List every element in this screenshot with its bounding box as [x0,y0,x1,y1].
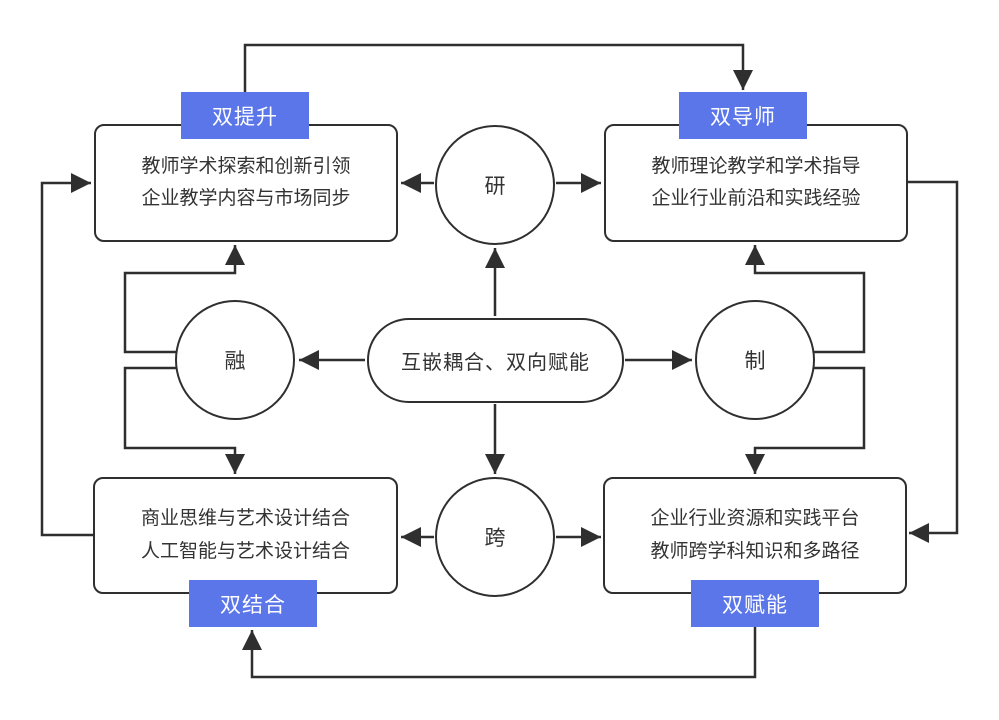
badge-top-right: 双导师 [679,92,807,139]
node-bottom-left-line1: 商业思维与艺术设计结合 [140,508,350,530]
arrow-left-outer [40,173,95,537]
badge-top-left: 双提升 [181,92,309,139]
node-bottom-left-line2: 人工智能与艺术设计结合 [140,540,350,562]
arrow-top-loop [243,43,753,92]
node-bottom-right-line2: 教师跨学科知识和多路径 [650,540,860,562]
arrow-rong-up [123,245,245,354]
circle-rong: 融 [175,300,295,420]
center-pill: 互嵌耦合、双向赋能 [367,318,624,403]
node-top-right-line1: 教师理论教学和学术指导 [651,155,861,177]
circle-yan: 研 [435,125,555,245]
circle-zhi: 制 [695,300,815,420]
node-bottom-right-line1: 企业行业资源和实践平台 [650,508,860,530]
node-bottom-left: 商业思维与艺术设计结合 人工智能与艺术设计结合 [93,477,398,594]
arrow-bottom-loop [242,627,757,679]
circle-kua: 跨 [435,477,555,597]
arrow-rong-down [123,366,245,474]
node-bottom-right: 企业行业资源和实践平台 教师跨学科知识和多路径 [603,477,907,594]
arrow-right-outer [905,180,959,543]
node-top-left-line2: 企业教学内容与市场同步 [141,188,351,209]
badge-bottom-left: 双结合 [189,580,317,627]
arrow-zhi-up [745,245,866,354]
node-top-right: 教师理论教学和学术指导 企业行业前沿和实践经验 [604,124,908,242]
node-top-left: 教师学术探索和创新引领 企业教学内容与市场同步 [94,124,398,242]
node-top-left-line1: 教师学术探索和创新引领 [141,155,351,177]
badge-bottom-right: 双赋能 [691,580,819,627]
node-top-right-line2: 企业行业前沿和实践经验 [651,188,861,209]
arrow-zhi-down [745,366,866,474]
